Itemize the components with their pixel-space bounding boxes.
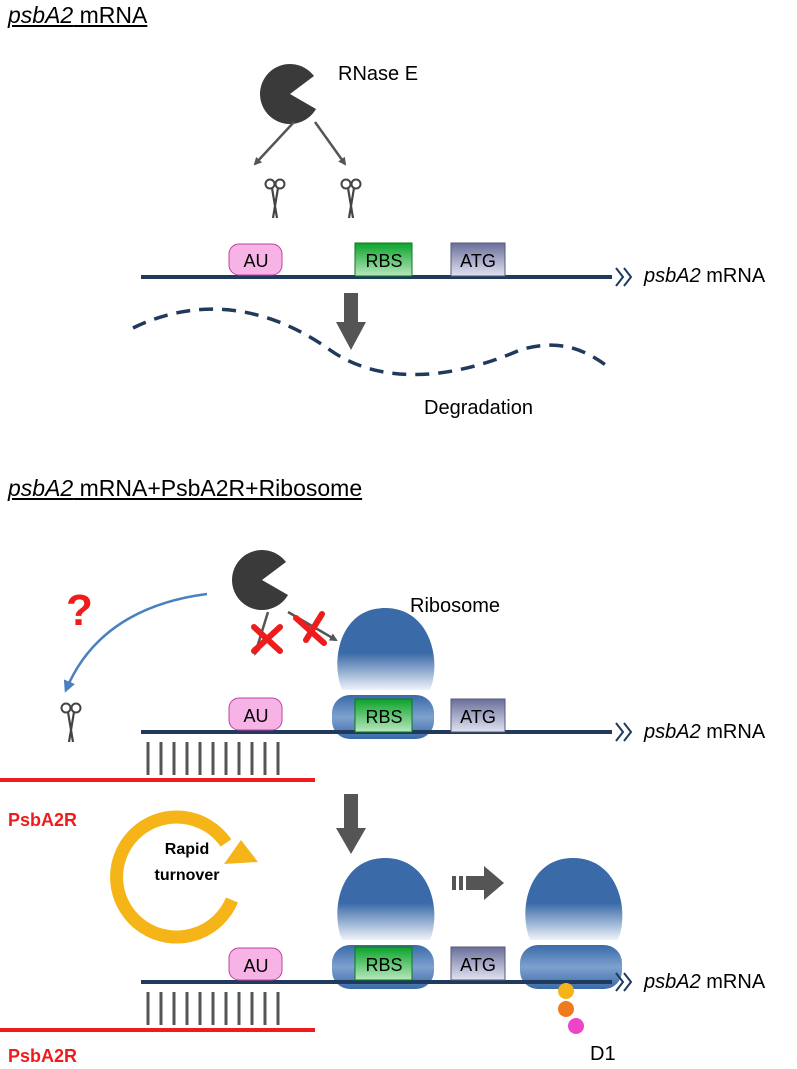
blocked-x-icon xyxy=(293,611,327,646)
section3-group: Rapid turnover AU RBS ATG psbA2 mRNA xyxy=(0,794,766,1066)
rnase-e-label: RNase E xyxy=(338,63,418,85)
degraded-mrna-line xyxy=(132,307,609,377)
down-arrow xyxy=(336,794,366,854)
mrna-label-rest: mRNA xyxy=(701,721,766,743)
au-label: AU xyxy=(243,956,268,976)
section2-group: ? Ribosome AU RBS ATG psbA2 mRNA xyxy=(0,550,766,830)
section2-heading-rest: mRNA+PsbA2R+Ribosome xyxy=(73,475,363,501)
ribosome-icon xyxy=(520,858,623,989)
mrna-label: psbA2 mRNA xyxy=(643,721,766,743)
mrna-label-gene: psbA2 xyxy=(643,265,701,287)
atg-box xyxy=(450,946,506,981)
atg-label: ATG xyxy=(460,707,496,727)
mrna-continuation-icon xyxy=(615,972,633,992)
section1-group: RNase E AU RBS ATG psbA2 mRNA Degradatio… xyxy=(132,63,766,419)
atg-box xyxy=(450,698,506,733)
rnase-e-icon xyxy=(260,64,316,125)
au-label: AU xyxy=(243,251,268,271)
rbs-label: RBS xyxy=(365,251,402,271)
rnase-e-icon xyxy=(232,550,288,611)
rbs-label: RBS xyxy=(365,707,402,727)
nascent-peptide-icon xyxy=(558,983,584,1034)
psba2r-label: PsbA2R xyxy=(8,1046,77,1066)
au-box xyxy=(228,243,283,276)
base-pairing-ticks xyxy=(146,992,280,1025)
mrna-label-gene: psbA2 xyxy=(643,971,701,993)
au-label: AU xyxy=(243,706,268,726)
ribosome-label: Ribosome xyxy=(410,595,500,617)
rbs-box xyxy=(354,698,413,733)
atg-label: ATG xyxy=(460,251,496,271)
rbs-label: RBS xyxy=(365,955,402,975)
atg-label: ATG xyxy=(460,955,496,975)
mrna-continuation-icon xyxy=(615,722,633,742)
section2-heading-gene: psbA2 xyxy=(8,475,74,501)
section1-heading-rest: mRNA xyxy=(73,2,148,28)
section2-heading: psbA2 mRNA+PsbA2R+Ribosome xyxy=(8,475,362,502)
rbs-box xyxy=(354,946,413,981)
mrna-label: psbA2 mRNA xyxy=(643,265,766,287)
cleavage-arrow-right xyxy=(313,121,347,166)
unknown-pathway-arrow xyxy=(63,592,208,693)
psba2r-label: PsbA2R xyxy=(8,810,77,830)
base-pairing-ticks xyxy=(146,742,280,775)
mrna-label-rest: mRNA xyxy=(701,971,766,993)
au-box xyxy=(228,697,283,731)
mrna-label: psbA2 mRNA xyxy=(643,971,766,993)
d1-label: D1 xyxy=(590,1043,616,1065)
question-mark: ? xyxy=(66,586,93,635)
turnover-label-line2: turnover xyxy=(155,867,220,884)
degradation-arrow xyxy=(336,293,366,350)
scissors-icon xyxy=(60,702,82,744)
au-box xyxy=(228,947,283,981)
section1-heading: psbA2 mRNA xyxy=(8,2,147,29)
mrna-continuation-icon xyxy=(615,267,633,287)
elongation-arrow xyxy=(452,866,504,900)
rapid-turnover-cycle-icon xyxy=(110,810,258,944)
rbs-box xyxy=(354,242,413,277)
scissors-icon xyxy=(264,178,286,220)
turnover-label-line1: Rapid xyxy=(165,841,209,858)
atg-box xyxy=(450,242,506,277)
cleavage-arrow-left xyxy=(253,121,295,166)
mrna-label-rest: mRNA xyxy=(701,265,766,287)
mrna-label-gene: psbA2 xyxy=(643,721,701,743)
blocked-x-icon xyxy=(251,624,283,654)
section1-heading-gene: psbA2 xyxy=(8,2,74,28)
scissors-icon xyxy=(340,178,362,220)
degradation-label: Degradation xyxy=(424,397,533,419)
